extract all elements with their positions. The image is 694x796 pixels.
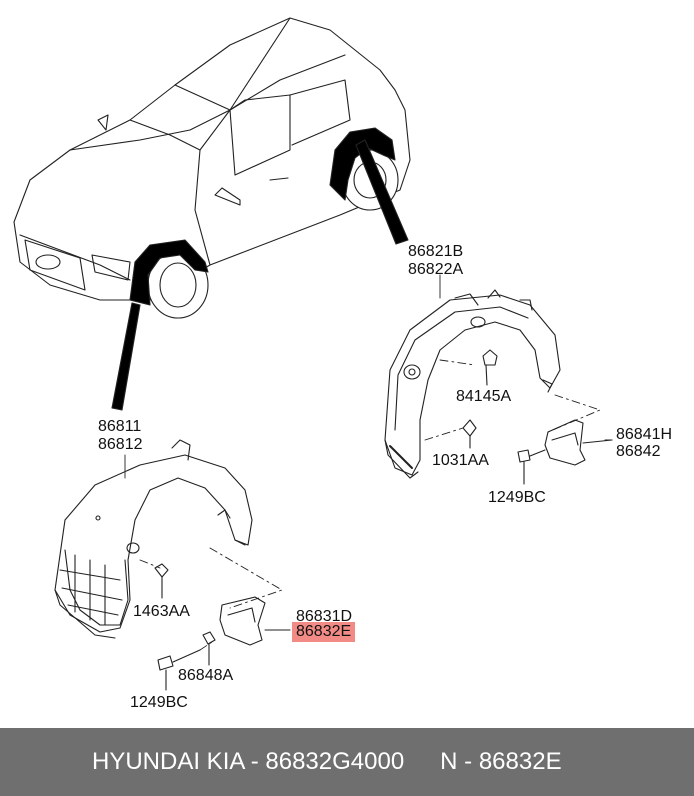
label-front-guard-2: 86812 — [98, 436, 143, 453]
label-front-flap-1: 86831D — [296, 608, 353, 625]
label-rear-guard-2: 86822A — [408, 261, 464, 278]
label-front-screw: 1249BC — [130, 694, 188, 711]
label-rear-guard-1: 86821B — [408, 243, 464, 260]
label-rear-flap-1: 86841H — [616, 426, 673, 443]
label-rear-nut: 84145A — [456, 388, 512, 405]
front-screw — [157, 649, 201, 691]
footer-bar: HYUNDAI KIA - 86832G4000 N - 86832E — [0, 728, 694, 796]
label-front-guard-1: 86811 — [98, 418, 142, 435]
label-rear-flap-2: 86842 — [616, 443, 661, 460]
label-front-nut: 86848A — [178, 667, 234, 684]
front-mud-flap — [219, 596, 291, 646]
footer-oem-number: N - 86832E — [440, 748, 562, 775]
label-rear-clip: 1031AA — [432, 452, 489, 469]
rear-clip — [462, 419, 477, 449]
rear-screw — [517, 449, 546, 485]
rear-mud-flap — [544, 419, 613, 466]
label-front-clip: 1463AA — [133, 603, 190, 620]
rear-wheel-guard — [384, 289, 561, 479]
footer-part-number: HYUNDAI KIA - 86832G4000 — [92, 748, 405, 775]
label-front-flap-2-highlighted: 86832E — [292, 622, 356, 642]
front-nut — [202, 631, 216, 666]
label-rear-screw: 1249BC — [488, 489, 546, 506]
front-wheel-guard — [54, 439, 253, 639]
parts-diagram — [13, 17, 613, 691]
front-clip — [154, 563, 169, 599]
car-illustration — [13, 17, 411, 411]
